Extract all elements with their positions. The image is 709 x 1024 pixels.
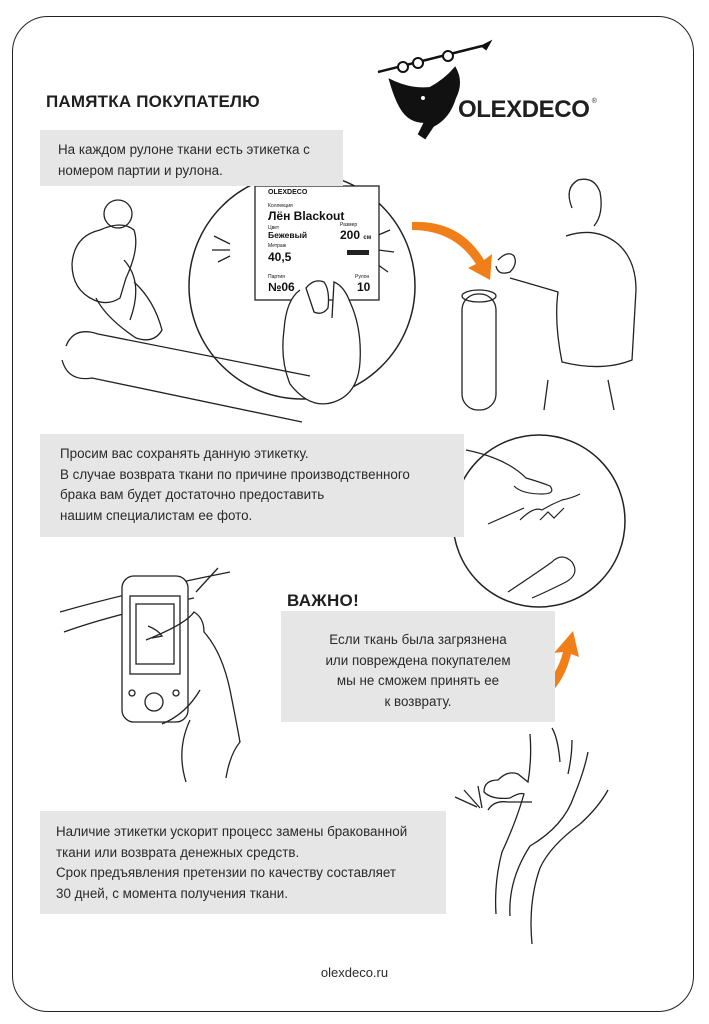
label-size-caption: Размер	[340, 222, 358, 228]
label-collection: Лён Blackout	[268, 209, 345, 223]
important-line: мы не сможем принять ее	[336, 673, 500, 688]
intro-line: На каждом рулоне ткани есть этикетка с	[58, 142, 310, 157]
intro-box: На каждом рулоне ткани есть этикетка с н…	[40, 130, 343, 186]
label-batch-caption: Партия	[268, 274, 285, 280]
brand-logo-text: OLEXDECO®	[458, 96, 597, 124]
label-roll-caption: Рулон	[355, 274, 370, 280]
final-line: Срок предъявления претензии по качеству …	[56, 865, 397, 880]
label-size: 200 см	[340, 228, 371, 242]
final-note-box: Наличие этикетки ускорит процесс замены …	[40, 811, 446, 914]
keep-label-box: Просим вас сохранять данную этикетку. В …	[40, 434, 464, 537]
final-line: ткани или возврата денежных средств.	[56, 844, 300, 860]
brand-name: OLEXDECO	[458, 96, 590, 123]
important-heading: ВАЖНО!	[287, 591, 360, 610]
keep-label-line: брака вам будет достаточно предоставить	[60, 487, 325, 502]
keep-label-line: Просим вас сохранять данную этикетку.	[60, 446, 309, 461]
orange-arrow-icon	[412, 221, 492, 280]
label-roll: 10	[357, 280, 371, 294]
website-link[interactable]: olexdeco.ru	[320, 965, 389, 980]
important-box: Если ткань была загрязнена или поврежден…	[281, 611, 555, 722]
page-title: ПАМЯТКА ПОКУПАТЕЛЮ	[46, 92, 260, 111]
label-color-caption: Цвет	[268, 225, 280, 231]
label-collection-caption: Коллекция	[268, 203, 293, 209]
keep-label-line: нашим специалистам ее фото.	[60, 507, 253, 523]
page-frame	[12, 16, 694, 1012]
label-metrage: 40,5	[268, 250, 292, 264]
important-line: или повреждена покупателем	[325, 652, 511, 668]
label-brand: OLEXDECO	[268, 189, 308, 196]
final-line: 30 дней, с момента получения ткани.	[56, 885, 288, 901]
label-metrage-caption: Метраж	[268, 243, 287, 249]
label-size-unit: см	[363, 235, 372, 241]
mascot-logo-icon	[377, 39, 493, 140]
intro-line: номером партии и рулона.	[58, 162, 223, 178]
label-batch: №06	[268, 280, 295, 294]
important-line: Если ткань была загрязнена	[329, 632, 507, 647]
label-color: Бежевый	[268, 230, 308, 240]
important-line: к возврату.	[384, 693, 452, 709]
label-size-value: 200	[340, 228, 361, 242]
keep-label-line: В случае возврата ткани по причине произ…	[60, 466, 410, 482]
final-line: Наличие этикетки ускорит процесс замены …	[56, 824, 408, 839]
orange-arrow-icon	[505, 631, 579, 714]
registered-mark: ®	[591, 98, 597, 105]
